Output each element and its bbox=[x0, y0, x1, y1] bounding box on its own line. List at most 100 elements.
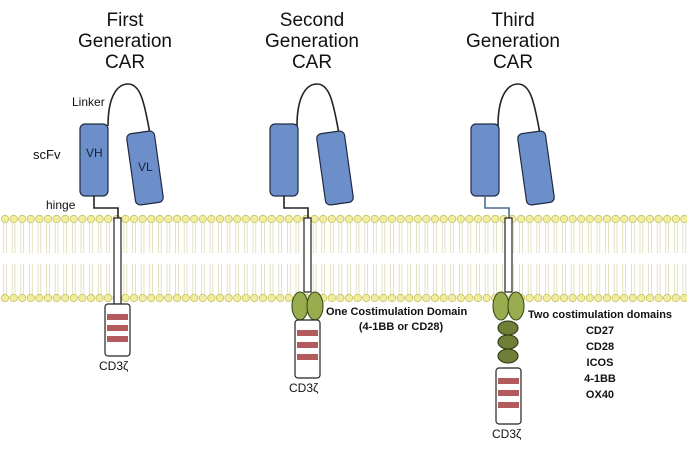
lipid-head bbox=[95, 293, 104, 303]
lipid-head bbox=[69, 293, 78, 303]
lipid-head bbox=[61, 214, 70, 224]
lipid-head bbox=[405, 293, 414, 303]
lipid-head bbox=[43, 293, 53, 303]
lipid-head bbox=[147, 214, 156, 224]
lipid-head bbox=[198, 293, 207, 303]
lipid-head bbox=[637, 214, 646, 224]
lipid-head bbox=[551, 293, 560, 303]
lipid-head bbox=[611, 293, 620, 303]
lipid-head bbox=[473, 293, 483, 303]
lipid-head bbox=[611, 214, 620, 224]
lipid-head bbox=[250, 293, 259, 303]
lipid-head bbox=[26, 293, 35, 303]
itam-stripe bbox=[297, 342, 318, 348]
lipid-head bbox=[276, 293, 285, 303]
lipid-head bbox=[379, 214, 388, 224]
lipid-head bbox=[9, 214, 18, 224]
lipid-head bbox=[568, 214, 577, 224]
lipid-head bbox=[129, 214, 139, 224]
itam-stripe bbox=[107, 325, 128, 331]
lipid-head bbox=[516, 214, 526, 224]
vh-label: VH bbox=[86, 146, 103, 160]
lipid-head bbox=[207, 214, 216, 224]
vl-domain bbox=[126, 130, 164, 206]
lipid-head bbox=[585, 214, 594, 224]
lipid-head bbox=[370, 293, 379, 303]
hinge-label: hinge bbox=[46, 198, 76, 212]
lipid-head bbox=[224, 214, 233, 224]
lipid-head bbox=[680, 293, 687, 303]
costimulation-domain bbox=[507, 291, 525, 321]
lipid-head bbox=[525, 293, 534, 303]
cd3z-label: CD3ζ bbox=[492, 427, 522, 441]
costim-item-4-1bb: 4-1BB bbox=[584, 373, 616, 385]
lipid-head bbox=[35, 293, 44, 303]
lipid-head bbox=[413, 293, 422, 303]
transmembrane-domain bbox=[113, 217, 122, 305]
title-first-generation: First Generation CAR bbox=[70, 10, 180, 73]
lipid-head bbox=[310, 214, 319, 224]
lipid-head bbox=[52, 293, 61, 303]
itam-stripe bbox=[498, 402, 519, 408]
lipid-head bbox=[534, 214, 543, 224]
lipid-head bbox=[267, 293, 276, 303]
costimulation-domain bbox=[497, 334, 519, 350]
lipid-head bbox=[430, 214, 440, 224]
lipid-head bbox=[138, 214, 147, 224]
lipid-head bbox=[104, 214, 113, 224]
lipid-head bbox=[155, 214, 164, 224]
lipid-head bbox=[654, 214, 663, 224]
lipid-head bbox=[448, 214, 457, 224]
cell-membrane bbox=[0, 214, 687, 303]
two-costimulation-label: Two costimulation domains bbox=[528, 309, 673, 321]
lipid-head bbox=[577, 214, 586, 224]
hinge-line bbox=[283, 196, 309, 218]
lipid-head bbox=[86, 293, 96, 303]
title-second-generation: Second Generation CAR bbox=[257, 10, 367, 73]
lipid-head bbox=[336, 214, 345, 224]
hinge-line bbox=[93, 196, 119, 218]
lipid-head bbox=[542, 214, 551, 224]
lipid-head bbox=[456, 214, 465, 224]
transmembrane-domain bbox=[303, 217, 312, 293]
itam-stripe bbox=[498, 390, 519, 396]
one-costimulation-label: One Costimulation Domain bbox=[326, 306, 468, 318]
lipid-head bbox=[172, 214, 182, 224]
lipid-head bbox=[439, 293, 448, 303]
costimulation-domain bbox=[497, 320, 519, 336]
lipid-head bbox=[525, 214, 534, 224]
title-line: Generation bbox=[264, 31, 359, 52]
lipid-head bbox=[422, 293, 431, 303]
lipid-head bbox=[181, 293, 190, 303]
lipid-head bbox=[663, 293, 672, 303]
lipid-head bbox=[233, 214, 242, 224]
vl-domain bbox=[316, 130, 354, 206]
vh-domain bbox=[269, 123, 299, 197]
lipid-head bbox=[370, 214, 379, 224]
lipid-head bbox=[602, 214, 612, 224]
lipid-head bbox=[69, 214, 78, 224]
lipid-head bbox=[620, 214, 629, 224]
itam-stripe bbox=[297, 354, 318, 360]
vl-domain bbox=[517, 130, 555, 206]
lipid-head bbox=[52, 214, 61, 224]
lipid-head bbox=[78, 214, 87, 224]
lipid-head bbox=[293, 214, 302, 224]
lipid-head bbox=[491, 214, 500, 224]
lipid-head bbox=[138, 293, 147, 303]
costim-item-ox40: OX40 bbox=[585, 389, 615, 401]
lipid-head bbox=[0, 293, 10, 303]
lipid-head bbox=[671, 214, 680, 224]
lipid-head bbox=[155, 293, 164, 303]
first-generation-car bbox=[79, 83, 164, 357]
lipid-head bbox=[353, 214, 362, 224]
second-generation-car bbox=[269, 83, 354, 379]
lipid-head bbox=[585, 293, 594, 303]
lipid-head bbox=[413, 214, 422, 224]
lipid-head bbox=[61, 293, 70, 303]
lipid-head bbox=[190, 293, 199, 303]
lipid-head bbox=[482, 214, 491, 224]
lipid-head bbox=[26, 214, 35, 224]
lipid-head bbox=[551, 214, 560, 224]
lipid-head bbox=[680, 214, 687, 224]
